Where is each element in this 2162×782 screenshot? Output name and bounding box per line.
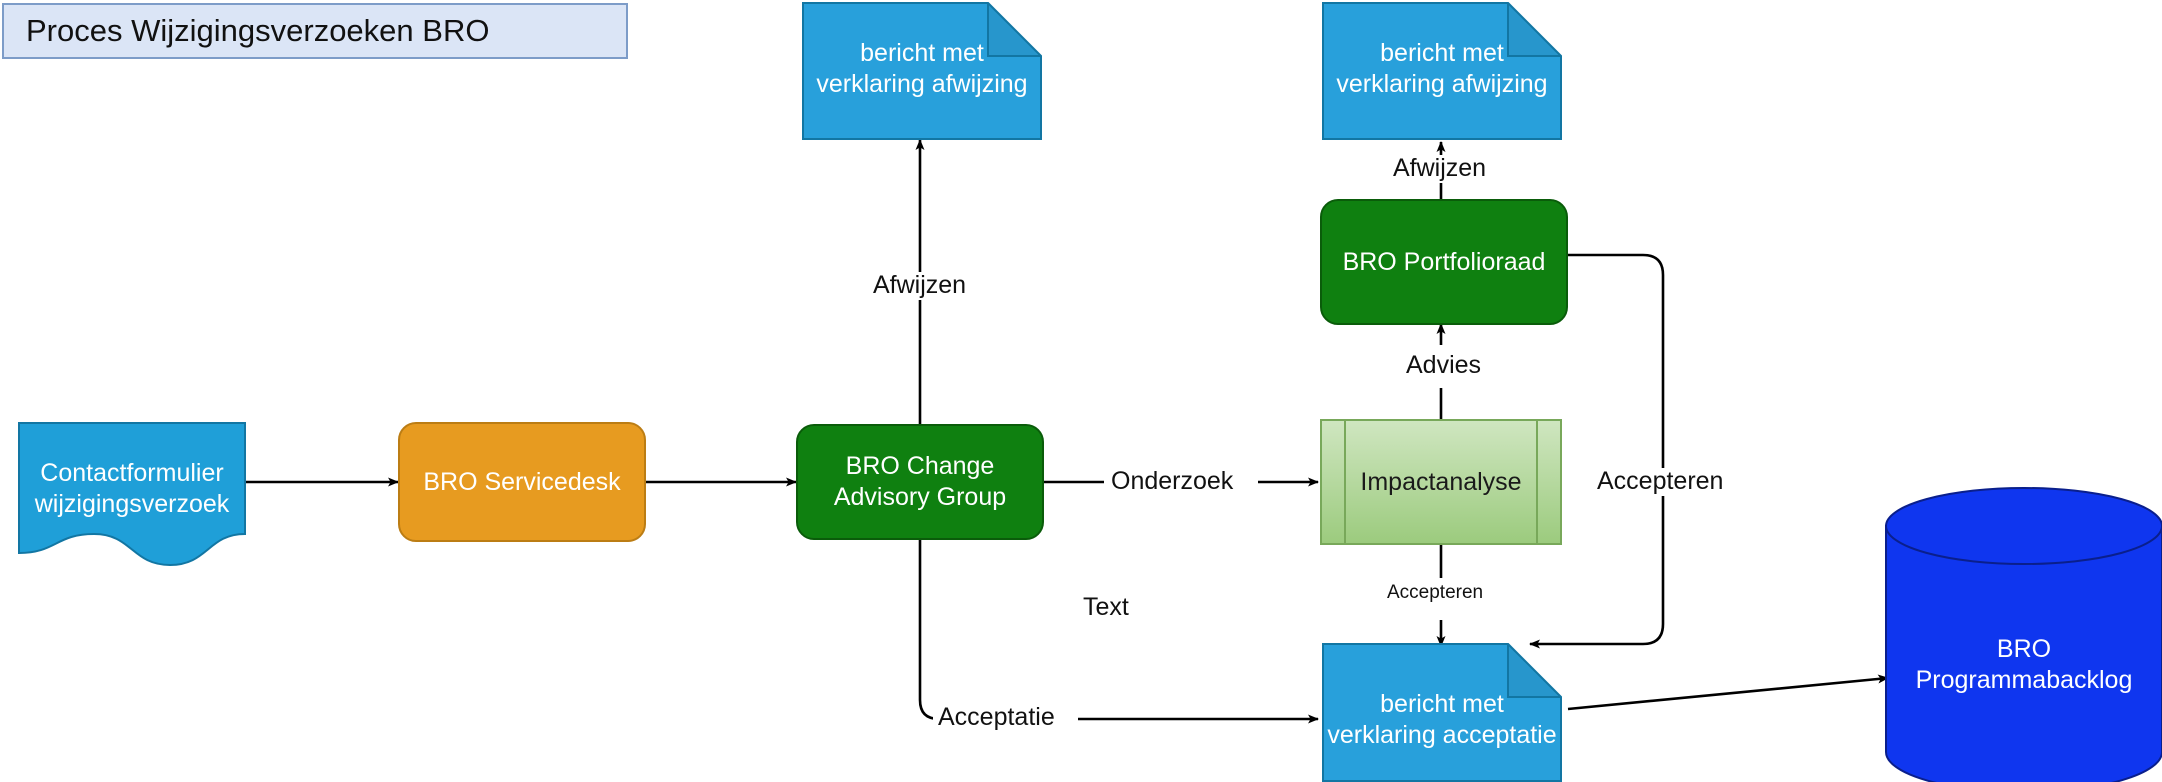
edge-label-accepteren-portfolioraad: Accepteren: [1592, 467, 1729, 496]
node-bro-change-advisory-group[interactable]: BRO Change Advisory Group: [796, 424, 1044, 540]
node-bro-servicedesk-label: BRO Servicedesk: [423, 467, 621, 496]
cylinder-shape: [1885, 487, 2162, 782]
node-note-afwijzing-left[interactable]: bericht met verklaring afwijzing: [802, 2, 1042, 140]
node-contactformulier[interactable]: Contactformulier wijzigingsverzoek: [18, 422, 246, 566]
node-note-afwijzing-right[interactable]: bericht met verklaring afwijzing: [1322, 2, 1562, 140]
node-bro-portfolioraad-label: BRO Portfolioraad: [1342, 247, 1546, 276]
edge-label-afwijzen-portfolioraad: Afwijzen: [1388, 154, 1492, 183]
edge-cag-down-acceptatie: [918, 540, 966, 721]
node-bro-programmabacklog[interactable]: BRO Programmabacklog: [1884, 486, 2162, 782]
note-shape: [802, 2, 1042, 140]
document-shape: [18, 422, 246, 566]
edge-label-loose-text: Text: [1078, 593, 1134, 622]
note-shape: [1322, 643, 1562, 782]
edge-note-acceptatie-to-programmabacklog: [1567, 674, 1889, 711]
node-bro-servicedesk[interactable]: BRO Servicedesk: [398, 422, 646, 542]
node-note-acceptatie[interactable]: bericht met verklaring acceptatie: [1322, 643, 1562, 782]
page-title-label: Proces Wijzigingsverzoeken BRO: [26, 12, 490, 48]
node-impactanalyse-label: Impactanalyse: [1360, 467, 1522, 496]
note-shape: [1322, 2, 1562, 140]
node-bro-change-advisory-group-label: BRO Change Advisory Group: [833, 452, 1007, 511]
page-title: Proces Wijzigingsverzoeken BRO: [2, 3, 628, 59]
subprocess-bar-right: [1536, 421, 1538, 543]
node-impactanalyse[interactable]: Impactanalyse: [1320, 419, 1562, 545]
edge-label-onderzoek: Onderzoek: [1106, 467, 1239, 496]
edge-label-afwijzen-cag: Afwijzen: [868, 271, 972, 300]
edge-label-accepteren-impactanalyse: Accepteren: [1382, 582, 1489, 604]
subprocess-bar-left: [1344, 421, 1346, 543]
edge-label-advies: Advies: [1401, 351, 1487, 380]
node-bro-portfolioraad[interactable]: BRO Portfolioraad: [1320, 199, 1568, 325]
edge-label-acceptatie: Acceptatie: [933, 703, 1060, 732]
